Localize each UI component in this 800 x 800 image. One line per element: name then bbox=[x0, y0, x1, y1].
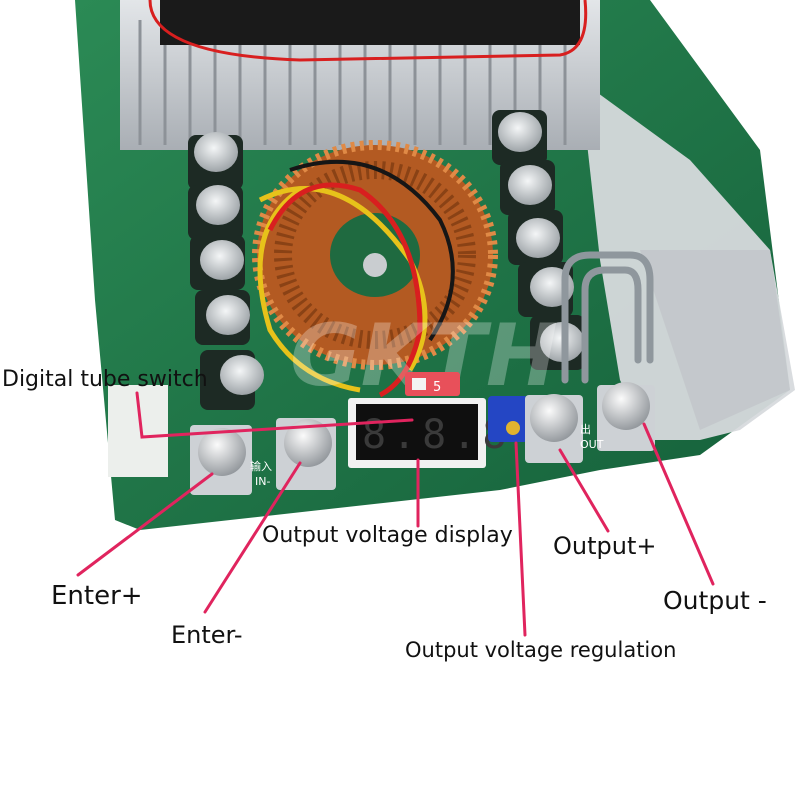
svg-text:出: 出 bbox=[580, 422, 591, 436]
capacitors-right bbox=[492, 110, 585, 370]
label-digital-tube-switch: Digital tube switch bbox=[2, 367, 208, 392]
screw-terminal-output-minus bbox=[597, 382, 655, 451]
callout-line-output-plus bbox=[558, 448, 610, 533]
potentiometer bbox=[488, 396, 528, 442]
label-output-voltage-display: Output voltage display bbox=[262, 523, 513, 548]
led-display-module: 8.8.8 bbox=[348, 398, 512, 468]
label-output-plus: Output+ bbox=[553, 532, 657, 560]
label-enter-minus: Enter- bbox=[171, 621, 243, 649]
screw-terminal-input-minus bbox=[276, 418, 336, 490]
svg-text:OUT: OUT bbox=[580, 438, 604, 451]
callout-line-enter-plus bbox=[76, 472, 214, 577]
callout-line-enter-minus bbox=[203, 461, 302, 614]
label-output-voltage-regulation: Output voltage regulation bbox=[405, 638, 677, 662]
svg-text:IN-: IN- bbox=[255, 475, 270, 488]
svg-text:8.8.8: 8.8.8 bbox=[362, 412, 512, 458]
capacitors-left bbox=[188, 132, 264, 410]
callout-line-output-minus bbox=[642, 422, 715, 586]
svg-text:输入: 输入 bbox=[250, 459, 272, 473]
callout-line-digital-tube-switch bbox=[135, 391, 414, 439]
toroid-inductor bbox=[252, 140, 498, 398]
callout-lines bbox=[76, 391, 715, 637]
label-enter-plus: Enter+ bbox=[51, 581, 143, 611]
svg-text:5: 5 bbox=[433, 380, 441, 395]
screw-terminal-output-plus bbox=[525, 394, 583, 463]
bus-bars bbox=[561, 251, 654, 384]
callout-line-output-voltage-regulation bbox=[514, 441, 527, 637]
label-output-minus: Output - bbox=[663, 586, 767, 615]
